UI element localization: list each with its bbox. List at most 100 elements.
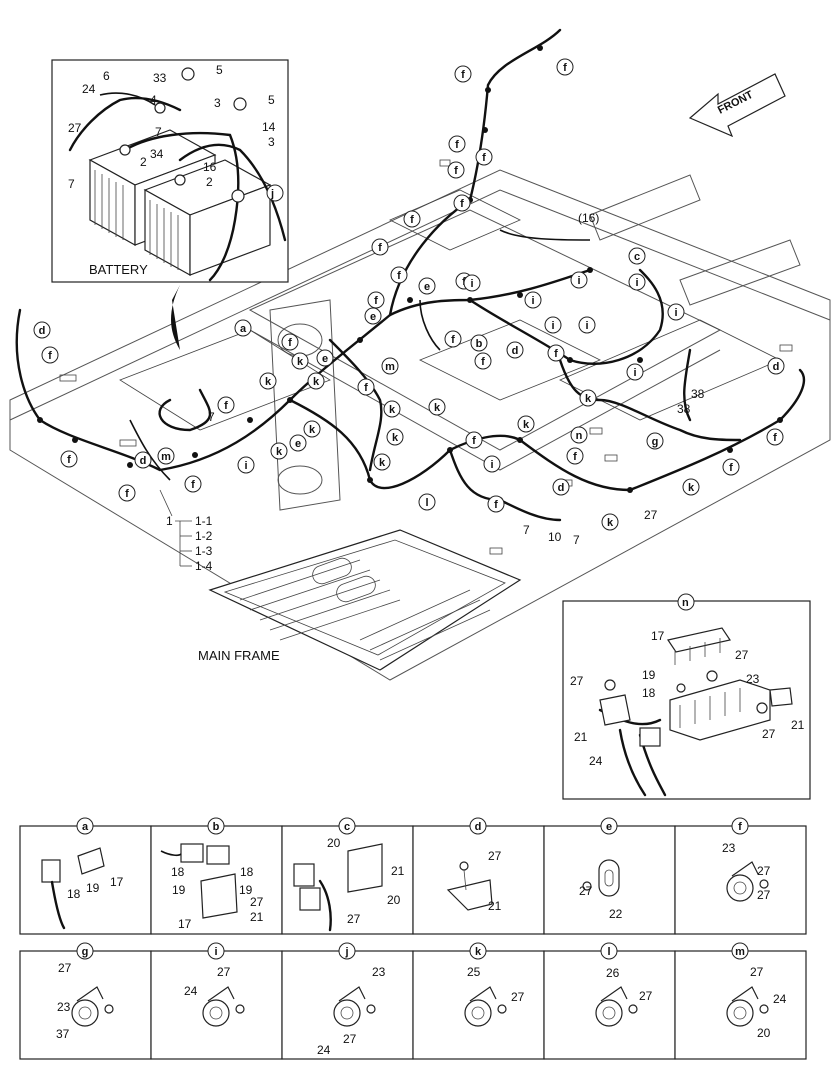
detail-part-number: 18 <box>240 865 254 879</box>
harness-child-label: 1-2 <box>195 529 213 543</box>
detail-letter: f <box>738 821 742 833</box>
harness-clamps <box>37 45 783 503</box>
front-arrow: FRONT <box>688 73 786 138</box>
callout-l: l <box>418 493 436 511</box>
detail-letter: i <box>214 946 217 958</box>
callout-e: e <box>289 434 307 452</box>
detail-part-number: 19 <box>86 881 100 895</box>
detail-letter-bubble <box>207 942 225 960</box>
svg-text:k: k <box>585 393 592 405</box>
svg-text:f: f <box>397 270 401 282</box>
callout-i: i <box>570 271 588 289</box>
battery-callout: 7 <box>155 125 162 139</box>
callout-f: f <box>118 484 136 502</box>
svg-text:f: f <box>494 499 498 511</box>
callout-e: e <box>316 349 334 367</box>
svg-text:f: f <box>773 432 777 444</box>
detail-part-number: 27 <box>347 912 361 926</box>
detail-part-number: 21 <box>250 910 264 924</box>
detail-part-number: 17 <box>110 875 124 889</box>
detail-letter-bubble <box>731 817 749 835</box>
detail-part-number: 27 <box>250 895 264 909</box>
detail-part-number: 19 <box>172 883 186 897</box>
svg-text:k: k <box>688 482 695 494</box>
battery-callout: 5 <box>216 63 223 77</box>
svg-text:f: f <box>482 152 486 164</box>
callout-f: f <box>367 291 385 309</box>
detail-letter: l <box>607 946 610 958</box>
detail-n-part: 21 <box>791 718 805 732</box>
callout-i: i <box>667 303 685 321</box>
detail-letter-bubble <box>207 817 225 835</box>
svg-text:d: d <box>140 455 147 467</box>
part-38-label: 38 <box>677 402 691 416</box>
callout-k: k <box>601 513 619 531</box>
detail-letter-bubble <box>600 942 618 960</box>
detail-part-number: 37 <box>56 1027 70 1041</box>
svg-text:f: f <box>125 488 129 500</box>
svg-text:i: i <box>551 320 554 332</box>
svg-text:k: k <box>607 517 614 529</box>
svg-text:k: k <box>392 432 399 444</box>
callout-d: d <box>134 451 152 469</box>
callout-d: d <box>552 478 570 496</box>
callout-i: i <box>524 291 542 309</box>
callout-k: k <box>386 428 404 446</box>
svg-text:f: f <box>472 435 476 447</box>
svg-text:d: d <box>773 361 780 373</box>
battery-callout: 3 <box>268 135 275 149</box>
callout-k: k <box>291 352 309 370</box>
detail-letter-bubble <box>600 817 618 835</box>
svg-text:k: k <box>434 402 441 414</box>
callout-i: i <box>578 316 596 334</box>
svg-text:m: m <box>385 361 395 373</box>
callout-m: m <box>157 447 175 465</box>
battery-label: BATTERY <box>89 262 148 277</box>
detail-part-number: 27 <box>217 965 231 979</box>
callout-f: f <box>766 428 784 446</box>
callout-k: k <box>373 453 391 471</box>
svg-text:k: k <box>265 376 272 388</box>
part-27-label: 27 <box>644 508 658 522</box>
detail-part-number: 27 <box>757 888 771 902</box>
callout-k: k <box>682 478 700 496</box>
callout-f: f <box>722 458 740 476</box>
detail-part-number: 20 <box>327 836 341 850</box>
detail-n-part: 23 <box>746 672 760 686</box>
detail-part-number: 19 <box>239 883 253 897</box>
detail-letter-bubble <box>338 942 356 960</box>
callout-f: f <box>447 161 465 179</box>
callout-f: f <box>547 344 565 362</box>
svg-text:a: a <box>240 323 247 335</box>
part-7-label: 7 <box>523 523 530 537</box>
battery-callout: 2 <box>206 175 213 189</box>
callout-c: c <box>628 247 646 265</box>
harness-number-tree: 1 1-1 1-2 1-3 1-4 <box>159 489 213 573</box>
callout-e: e <box>418 277 436 295</box>
deck-oval-cutouts <box>312 557 376 603</box>
detail-n-part: 17 <box>651 629 665 643</box>
svg-text:b: b <box>476 338 483 350</box>
callout-f: f <box>465 431 483 449</box>
callout-i: i <box>626 363 644 381</box>
deck-perforations <box>239 559 491 661</box>
callout-f: f <box>371 238 389 256</box>
detail-letter-bubble <box>469 942 487 960</box>
svg-text:l: l <box>425 497 428 509</box>
callout-f: f <box>41 346 59 364</box>
detail-n-part: 21 <box>574 730 588 744</box>
main-frame-label: MAIN FRAME <box>198 648 280 663</box>
detail-part-number: 27 <box>579 884 593 898</box>
svg-text:i: i <box>585 320 588 332</box>
svg-text:i: i <box>635 277 638 289</box>
detail-part-number: 25 <box>467 965 481 979</box>
detail-part-number: 27 <box>639 989 653 1003</box>
battery-callout: 5 <box>268 93 275 107</box>
svg-text:k: k <box>389 404 396 416</box>
detail-n-part: 19 <box>642 668 656 682</box>
detail-n-inset: n 17 27 19 27 23 18 21 27 21 24 <box>562 593 811 800</box>
